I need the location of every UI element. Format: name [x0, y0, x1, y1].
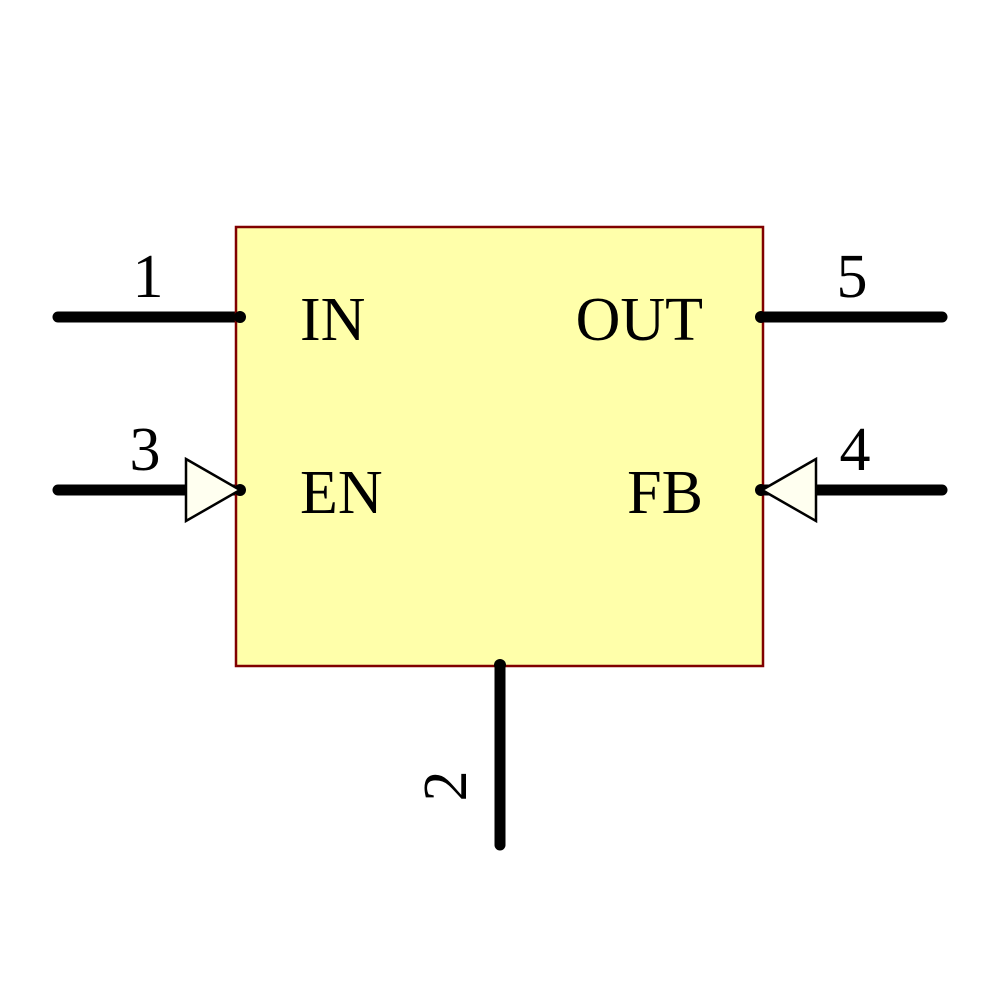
pin-number-1: 1 [133, 243, 164, 311]
port-label-en: EN [300, 459, 383, 527]
dot-pin2 [494, 659, 506, 671]
pin-numbers: 1 3 5 4 2 [130, 243, 871, 802]
symbol-body[interactable] [234, 225, 765, 668]
pin-number-2: 2 [412, 771, 480, 802]
port-label-in: IN [300, 286, 365, 354]
dot-in [234, 311, 246, 323]
dot-out [755, 311, 767, 323]
arrow-en-icon [184, 456, 243, 524]
pin-number-4: 4 [840, 416, 871, 484]
port-labels: IN EN OUT FB [300, 286, 703, 527]
direction-arrows [184, 456, 818, 524]
port-label-fb: FB [627, 459, 703, 527]
arrow-fb-icon [759, 456, 818, 524]
port-label-out: OUT [576, 286, 703, 354]
pin-number-5: 5 [837, 243, 868, 311]
pin-number-3: 3 [130, 416, 161, 484]
